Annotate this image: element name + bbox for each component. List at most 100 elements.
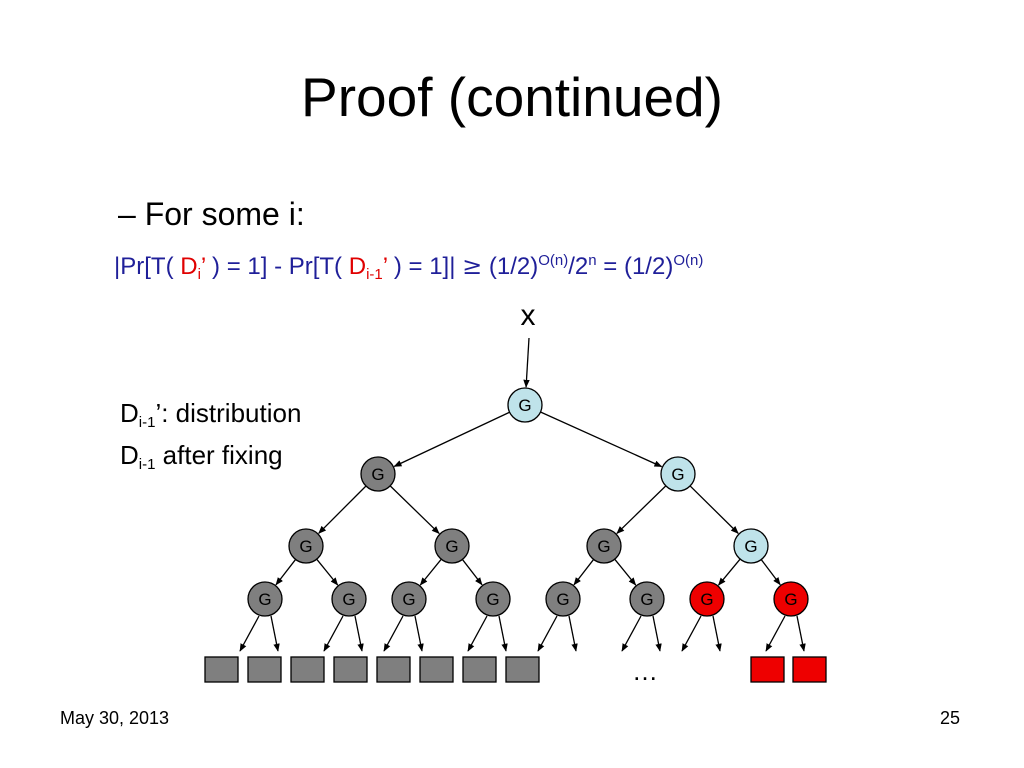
formula-part-5: /2 — [568, 253, 589, 280]
output-arrow — [796, 615, 806, 652]
output-arrow — [712, 615, 722, 652]
footer-date: May 30, 2013 — [60, 708, 170, 728]
output-box — [333, 656, 368, 683]
gate-node-light: G — [733, 528, 769, 564]
output-arrow — [383, 615, 404, 652]
gate-label: G — [299, 537, 312, 556]
output-box-red — [750, 656, 785, 683]
output-arrow — [414, 615, 424, 652]
output-arrow — [354, 615, 364, 652]
formula-d-im1-subscript: i-1 — [366, 266, 383, 283]
formula-part-6: = (1/2) — [596, 253, 674, 280]
output-box — [376, 656, 411, 683]
distribution-label-line-2: Di-1 after fixing — [120, 439, 283, 481]
tree-edge — [760, 559, 781, 586]
output-box — [247, 656, 282, 683]
gate-node-red: G — [689, 581, 725, 617]
gate-node-dark: G — [586, 528, 622, 564]
tree-edge — [419, 558, 442, 586]
tree-edge — [461, 559, 483, 586]
gate-circle — [773, 581, 809, 617]
tree-edges — [239, 337, 806, 652]
gate-node-dark: G — [475, 581, 511, 617]
gate-circle — [360, 456, 396, 492]
formula-d-i-subscript: i — [197, 266, 201, 283]
formula-part-3: ) = 1]| — [387, 253, 463, 280]
output-arrow — [239, 615, 260, 652]
label-subscript: i-1 — [138, 414, 156, 431]
tree-edge — [393, 411, 510, 467]
formula-part-4: (1/2) — [482, 253, 539, 280]
formula-part-1: |Pr[T( — [114, 253, 181, 280]
gate-label: G — [402, 590, 415, 609]
gate-label: G — [486, 590, 499, 609]
output-arrow — [765, 615, 786, 652]
output-arrow — [621, 615, 642, 652]
gate-circle — [507, 387, 543, 423]
output-box — [462, 656, 497, 683]
gate-node-dark: G — [247, 581, 283, 617]
output-boxes — [204, 656, 827, 683]
tree-edge — [275, 559, 297, 586]
ellipsis: … — [632, 656, 658, 686]
gate-circle — [391, 581, 427, 617]
gate-label: G — [518, 396, 531, 415]
output-arrow — [498, 615, 508, 652]
formula-part-2: ) = 1] - Pr[T( — [205, 253, 349, 280]
output-box — [204, 656, 239, 683]
gate-label: G — [671, 465, 684, 484]
gate-label: G — [700, 590, 713, 609]
formula-d-i-letter: D — [180, 253, 198, 280]
tree-edge — [717, 558, 741, 586]
gate-circle — [733, 528, 769, 564]
tree-edge — [573, 559, 595, 586]
output-arrow — [270, 615, 280, 652]
gate-node-dark: G — [629, 581, 665, 617]
input-x-label: x — [521, 299, 536, 332]
tree-edge — [616, 485, 667, 535]
gate-node-dark: G — [331, 581, 367, 617]
gate-label: G — [556, 590, 569, 609]
gate-circle — [545, 581, 581, 617]
output-box — [505, 656, 540, 683]
formula: |Pr[T( Di’ ) = 1] - Pr[T( Di-1’ ) = 1]| … — [114, 245, 703, 291]
formula-d-im1: Di-1’ — [348, 253, 388, 283]
gate-circle — [331, 581, 367, 617]
formula-d-i-prime: ’ — [200, 253, 206, 280]
gate-circle — [660, 456, 696, 492]
bullet-text: – For some i: — [118, 196, 305, 232]
gate-label: G — [371, 465, 384, 484]
formula-sup-on-2: O(n) — [673, 252, 704, 269]
output-box-red — [792, 656, 827, 683]
gate-circle — [629, 581, 665, 617]
tree-edge — [389, 485, 440, 535]
tree-edge — [318, 485, 367, 534]
gate-label: G — [445, 537, 458, 556]
output-box — [419, 656, 454, 683]
output-arrow — [323, 615, 344, 652]
distribution-label-line-1: Di-1’: distribution — [120, 397, 301, 439]
gate-label: G — [640, 590, 653, 609]
gate-label: G — [744, 537, 757, 556]
output-box — [290, 656, 325, 683]
formula-d-im1-prime: ’ — [382, 253, 388, 280]
gate-node-light: G — [507, 387, 543, 423]
output-arrow — [467, 615, 488, 652]
gate-label: G — [258, 590, 271, 609]
gate-label: G — [342, 590, 355, 609]
label-d-letter-2: D — [120, 440, 139, 470]
output-arrow — [681, 615, 702, 652]
label-line-1-text: ’: distribution — [155, 398, 302, 428]
tree-edge — [689, 485, 739, 534]
formula-d-im1-letter: D — [348, 253, 367, 280]
gate-circle — [689, 581, 725, 617]
label-subscript-2: i-1 — [138, 456, 156, 473]
tree-edge — [540, 411, 663, 468]
gate-circle — [475, 581, 511, 617]
gate-node-dark: G — [288, 528, 324, 564]
label-d-letter: D — [120, 398, 139, 428]
gate-node-dark: G — [391, 581, 427, 617]
diagram-labels: x… — [521, 299, 659, 686]
